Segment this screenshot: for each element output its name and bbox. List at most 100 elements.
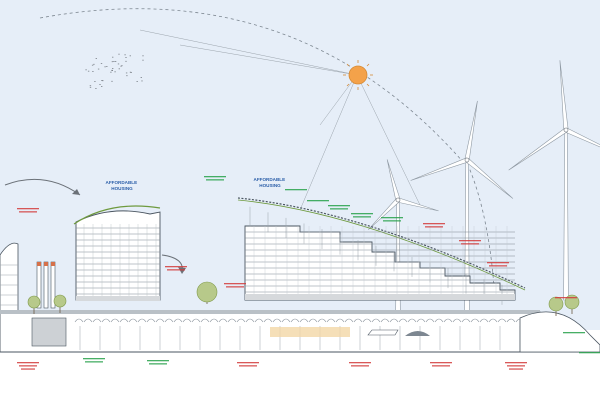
bird-mark [85,69,87,71]
vault-arch [173,318,183,323]
sun-icon [343,60,373,90]
annotation-text-stroke [563,332,585,334]
podium-base [0,310,600,353]
annotation-text-stroke [19,211,37,213]
tree-icon [196,281,218,304]
annotation-text-stroke [423,223,445,225]
annotation-text-stroke [459,240,481,242]
annotation-text-stroke [381,217,403,219]
bird-mark [142,55,144,57]
vault-arch [389,318,399,323]
vault-arch [461,318,471,323]
annotation-text-stroke [285,189,307,191]
annotation-mark [307,200,329,202]
bird-mark [125,72,128,74]
bird-flock-icon [85,53,144,89]
curved-arrow-icon [4,178,81,196]
tree-canopy [196,281,218,303]
tower-building [73,205,161,301]
green-roof [73,205,161,225]
annotation-mark [204,176,226,181]
annotation-text-stroke [239,365,257,367]
annotation-text-stroke [17,362,39,364]
bird-mark [92,71,94,72]
annotation-text-stroke [425,226,443,228]
vault-arch [191,318,201,323]
bird-mark [91,64,94,66]
vault-arch [479,318,489,323]
bird-mark [111,69,113,71]
vault-arch [488,318,498,323]
annotation-labels [17,176,600,370]
vault-arch [452,318,462,323]
vault-arch [164,318,174,323]
sun-rays [139,29,421,211]
vault-arch [110,318,120,323]
annotation-text-stroke [507,365,525,367]
annotation-mark [147,360,169,365]
housing-label-right: AFFORDABLE HOUSING [254,177,287,188]
vault-arch [353,318,363,323]
vault-arch [326,318,336,323]
annotation-text-stroke [579,352,600,354]
tree-icon [53,294,67,313]
vault-arch [425,318,435,323]
power-station-chimneys [36,261,56,309]
annotation-text-stroke [85,361,103,363]
turbine-hub [395,197,401,203]
bird-mark [118,53,120,55]
annotation-text-stroke [330,208,348,210]
bird-mark [129,55,131,57]
annotation-mark [349,362,371,367]
annotation-mark [351,213,373,218]
vault-arch [83,318,93,323]
vault-arch [245,318,255,323]
annotation-text-stroke [167,269,185,271]
vault-arch [182,318,192,323]
bird-mark [114,71,116,73]
vault-arch [335,318,345,323]
annotation-text-stroke [509,368,523,370]
vault-arch [398,318,408,323]
annotation-text-stroke [19,365,37,367]
annotation-mark [487,262,509,267]
bird-mark [111,61,114,63]
vault-arch [308,318,318,323]
annotation-mark [83,358,105,363]
vault-arch [317,318,327,323]
annotation-text-stroke [555,297,577,299]
terrace-slab [245,294,515,300]
bird-mark [112,56,114,58]
tree-icon [564,294,580,314]
bird-mark [99,84,101,85]
bird-mark [141,80,143,82]
annotation-text-stroke [21,368,35,370]
annotation-mark [579,352,600,354]
housing-label-left: AFFORDABLE HOUSING [106,180,139,191]
green-roof [237,199,526,291]
tree-canopy [564,294,580,310]
vault-arch [263,318,273,323]
tree-canopy [548,296,564,312]
vault-arch [362,318,372,323]
vault-arch [434,318,444,323]
bird-mark [140,77,142,78]
annotation-mark [563,332,585,334]
bird-mark [95,58,97,59]
podium-slab [76,296,160,301]
turbine-hub [563,127,569,133]
annotation-mark [17,208,39,213]
annotation-text-stroke [204,176,226,178]
annotation-text-stroke [432,365,450,367]
annotation-text-stroke [489,265,507,267]
annotation-mark [423,223,445,228]
vault-arch [443,318,453,323]
vault-arch [236,318,246,323]
annotation-text-stroke [351,365,369,367]
bird-mark [121,65,123,67]
bird-mark [95,88,97,89]
vault-arch [272,318,282,323]
vault-arch [416,318,426,323]
turbine-hub [464,157,470,163]
bird-mark [126,75,128,77]
